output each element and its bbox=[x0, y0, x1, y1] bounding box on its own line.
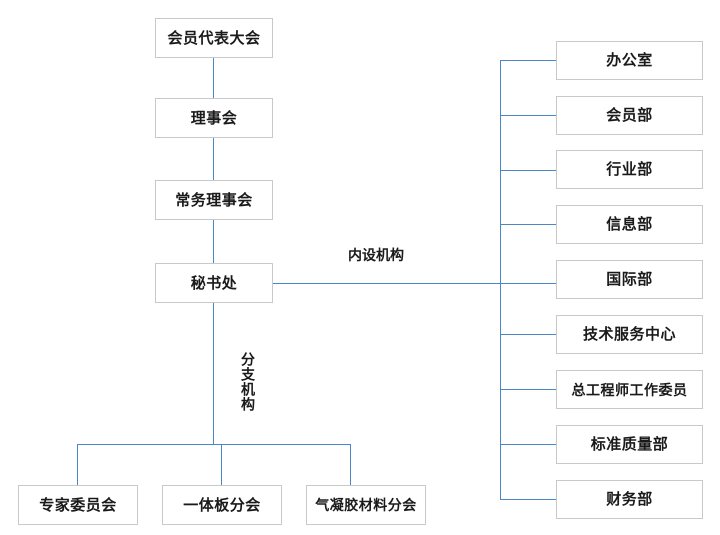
node-assembly-label: 会员代表大会 bbox=[167, 29, 261, 47]
node-department-information[interactable]: 信息部 bbox=[556, 205, 703, 244]
node-department-membership-label: 会员部 bbox=[606, 107, 653, 124]
node-department-office[interactable]: 办公室 bbox=[556, 41, 703, 80]
node-branch-aerogel-material[interactable]: 气凝胶材料分会 bbox=[306, 485, 426, 525]
node-secretariat[interactable]: 秘书处 bbox=[155, 263, 273, 303]
node-department-tech-service-center[interactable]: 技术服务中心 bbox=[556, 315, 703, 354]
node-standing-council-label: 常务理事会 bbox=[175, 191, 253, 209]
connector-department-international bbox=[500, 283, 556, 284]
connector-branch-integrated-board bbox=[221, 444, 222, 485]
node-department-membership[interactable]: 会员部 bbox=[556, 96, 703, 135]
node-department-international[interactable]: 国际部 bbox=[556, 260, 703, 299]
node-department-standards-quality[interactable]: 标准质量部 bbox=[556, 425, 703, 464]
node-department-industry-label: 行业部 bbox=[606, 161, 653, 178]
connector-branch-aerogel-material bbox=[350, 444, 351, 485]
connector-department-office bbox=[500, 60, 556, 61]
node-department-office-label: 办公室 bbox=[606, 52, 653, 69]
connector-secretariat-to-branch-bus bbox=[213, 303, 214, 444]
node-department-tech-service-center-label: 技术服务中心 bbox=[582, 326, 676, 343]
node-department-finance[interactable]: 财务部 bbox=[556, 480, 703, 519]
node-department-information-label: 信息部 bbox=[606, 216, 653, 233]
node-department-international-label: 国际部 bbox=[606, 271, 653, 288]
node-branch-expert-committee-label: 专家委员会 bbox=[39, 496, 117, 514]
connector-secretariat-to-departments bbox=[273, 283, 501, 284]
connector-department-membership bbox=[500, 115, 556, 116]
departments-vertical-bus bbox=[500, 60, 501, 499]
node-department-chief-engineer-committee[interactable]: 总工程师工作委员 bbox=[556, 370, 703, 409]
node-department-standards-quality-label: 标准质量部 bbox=[590, 436, 669, 453]
node-assembly[interactable]: 会员代表大会 bbox=[155, 18, 273, 58]
node-branch-integrated-board-label: 一体板分会 bbox=[183, 496, 261, 514]
connector-department-information bbox=[500, 224, 556, 225]
connector-department-standards-quality bbox=[500, 444, 556, 445]
node-branch-integrated-board[interactable]: 一体板分会 bbox=[162, 485, 282, 525]
node-branch-aerogel-material-label: 气凝胶材料分会 bbox=[315, 497, 417, 513]
connector-assembly-to-council bbox=[213, 58, 214, 98]
node-council[interactable]: 理事会 bbox=[155, 98, 273, 138]
connector-department-finance bbox=[500, 499, 556, 500]
caption-internal-departments: 内设机构 bbox=[344, 245, 408, 265]
connector-department-tech-service-center bbox=[500, 334, 556, 335]
node-council-label: 理事会 bbox=[190, 109, 238, 127]
node-branch-expert-committee[interactable]: 专家委员会 bbox=[18, 485, 138, 525]
node-department-finance-label: 财务部 bbox=[606, 491, 653, 508]
branch-horizontal-bus bbox=[77, 444, 351, 445]
node-department-industry[interactable]: 行业部 bbox=[556, 150, 703, 189]
node-standing-council[interactable]: 常务理事会 bbox=[155, 180, 273, 220]
connector-council-to-standing-council bbox=[213, 138, 214, 180]
connector-department-industry bbox=[500, 170, 556, 171]
node-secretariat-label: 秘书处 bbox=[190, 274, 238, 292]
connector-department-chief-engineer-committee bbox=[500, 389, 556, 390]
caption-branch-organizations: 分支机构 bbox=[240, 349, 256, 415]
connector-branch-expert-committee bbox=[77, 444, 78, 485]
connector-standing-council-to-secretariat bbox=[213, 220, 214, 263]
node-department-chief-engineer-committee-label: 总工程师工作委员 bbox=[571, 381, 688, 398]
